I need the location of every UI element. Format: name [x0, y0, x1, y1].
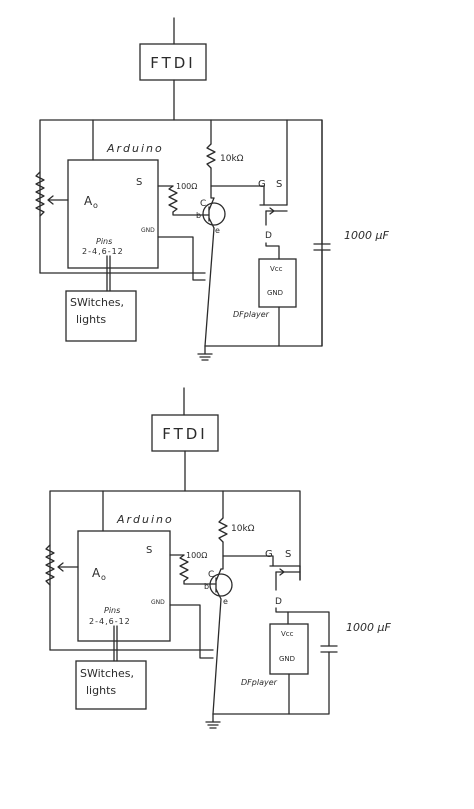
pins-range: 2-4,6-12 — [89, 617, 131, 626]
ftdi-label: FTDI — [150, 54, 196, 72]
a0-label: A — [84, 194, 93, 208]
dfplayer-label: DFplayer — [233, 310, 270, 319]
gate-label: G — [265, 549, 273, 560]
resistor-10k-zigzag — [206, 143, 216, 169]
gnd-pin-wire — [157, 236, 206, 281]
switches-label: SWitches, — [70, 296, 124, 309]
base-wire — [172, 211, 210, 216]
s-pin-label: S — [146, 545, 152, 556]
pins-title: Pins — [96, 237, 112, 246]
capacitor-label: 1000 µF — [346, 621, 391, 634]
potentiometer-arrow — [57, 562, 64, 572]
arduino-box — [67, 159, 159, 269]
pins-range: 2-4,6-12 — [82, 247, 124, 256]
gate-wire — [210, 185, 265, 206]
a0-label: A — [92, 566, 101, 580]
fet-arrow — [269, 207, 275, 215]
bottom-ground-bus — [204, 249, 323, 347]
transistor-circle — [209, 573, 233, 597]
switches-label: SWitches, — [80, 667, 134, 680]
dfplayer-label: DFplayer — [241, 678, 278, 687]
pins-title: Pins — [104, 606, 120, 615]
ftdi-label: FTDI — [162, 425, 208, 443]
vcc-label: Vcc — [281, 630, 294, 638]
arduino-label: Arduino — [106, 142, 164, 155]
s-pin-label: S — [136, 177, 142, 188]
emitter-to-ground — [204, 227, 215, 347]
capacitor-label: 1000 µF — [344, 229, 389, 242]
switches-box — [65, 290, 137, 342]
gnd-pin-label: GND — [151, 599, 165, 606]
transistor-collector — [208, 197, 215, 211]
top-rail — [49, 490, 301, 651]
collector-label: C — [200, 199, 206, 209]
dfplayer-gnd-label: GND — [279, 655, 295, 663]
fet-source-label: S — [276, 179, 282, 190]
transistor-emitter — [208, 217, 215, 229]
drain-wire — [265, 242, 280, 260]
lights-label: lights — [86, 684, 116, 697]
transistor-collector — [215, 568, 222, 582]
base-label: b — [196, 211, 201, 220]
collector-wire — [210, 167, 215, 199]
resistor-100-zigzag — [179, 554, 189, 582]
gnd-pin-label: GND — [141, 227, 155, 234]
vcc-label: Vcc — [270, 265, 283, 273]
gate-label: G — [258, 179, 266, 190]
dfplayer-gnd-label: GND — [267, 289, 283, 297]
transistor-emitter — [215, 588, 222, 600]
drain-label: D — [265, 231, 272, 241]
emitter-label: e — [223, 597, 228, 606]
emitter-label: e — [215, 226, 220, 235]
a0-sub-label: o — [101, 573, 106, 582]
collector-label: C — [208, 570, 214, 580]
resistor-10k-label: 10kΩ — [220, 154, 244, 164]
drain-wire — [275, 607, 330, 647]
emitter-to-ground — [212, 598, 222, 715]
potentiometer-zigzag — [45, 544, 55, 586]
gnd-pin-wire — [169, 604, 214, 659]
fet-arrow — [279, 568, 285, 576]
dfplayer-box — [258, 258, 297, 308]
transistor-circle — [202, 202, 226, 226]
switches-box — [75, 660, 147, 710]
resistor-100-label: 100Ω — [186, 551, 207, 560]
resistor-10k-zigzag — [218, 517, 228, 543]
lights-label: lights — [76, 313, 106, 326]
arduino-box — [77, 530, 171, 642]
bottom-ground-bus — [212, 651, 330, 715]
drain-label: D — [275, 597, 282, 607]
gate-wire — [222, 555, 274, 567]
arduino-label: Arduino — [116, 513, 174, 526]
base-wire — [183, 580, 217, 585]
ftdi-box — [139, 43, 207, 81]
fet-source-label: S — [285, 549, 291, 560]
potentiometer-zigzag — [35, 171, 45, 217]
base-label: b — [204, 582, 209, 591]
resistor-100-label: 100Ω — [176, 182, 197, 191]
resistor-10k-label: 10kΩ — [231, 524, 255, 534]
resistor-100-zigzag — [168, 185, 178, 213]
potentiometer-arrow — [47, 195, 54, 205]
a0-sub-label: o — [93, 201, 98, 210]
collector-wire — [220, 541, 224, 570]
